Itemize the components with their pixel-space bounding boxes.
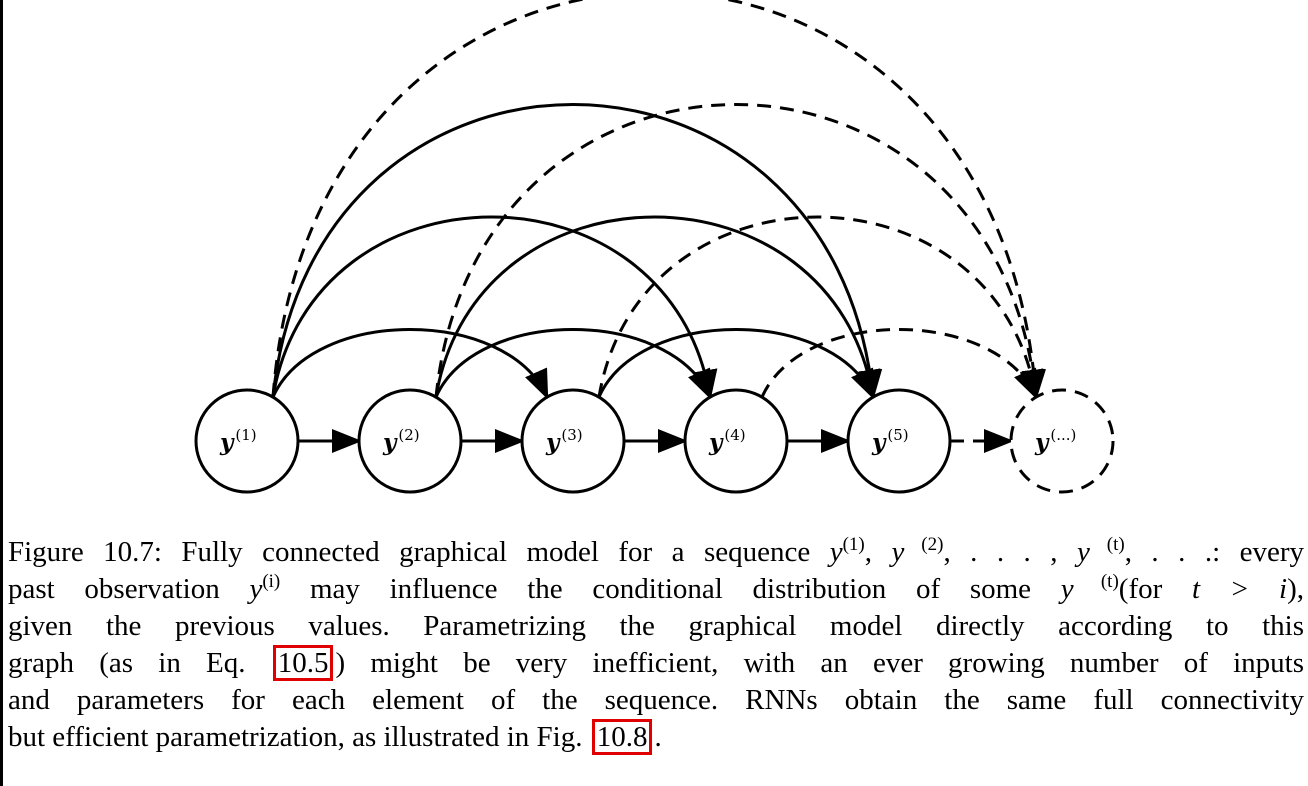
node-y2: y(2): [357, 388, 463, 494]
caption-line-6: but efficient parametrization, as illust…: [8, 719, 1308, 756]
math-superscript: (2): [904, 534, 944, 555]
node-label: y(3): [545, 426, 583, 456]
caption-line-2: past observation y(i) may influence the …: [8, 571, 1304, 608]
caption-text: .: [654, 721, 662, 753]
caption-line-5: and parameters for each element of the s…: [8, 684, 1304, 716]
caption-text: graph (as in Eq.: [8, 647, 271, 679]
edge-y3-to-ydots: [597, 215, 1044, 400]
caption-text: (for: [1118, 573, 1192, 605]
math-y: y: [829, 536, 843, 568]
caption-text: , . . . ,: [943, 536, 1077, 568]
node-y3: y(3): [520, 388, 626, 494]
node-y1: y(1): [194, 388, 300, 494]
edge-y3-to-y5: [597, 328, 875, 400]
caption-text: but efficient parametrization, as illust…: [8, 721, 590, 753]
node-circle: [683, 388, 789, 494]
node-y4: y(4): [683, 388, 789, 494]
node-label: y(2): [382, 426, 420, 456]
caption-text: may influence the conditional distributi…: [280, 573, 1061, 605]
math-superscript: (1): [842, 534, 865, 555]
node-circle: [846, 388, 952, 494]
caption-line-4: graph (as in Eq. 10.5) might be very ine…: [8, 645, 1304, 682]
node-circle: [520, 388, 626, 494]
caption-text: ,: [864, 536, 892, 568]
edge-y2-to-ydots: [434, 103, 1046, 400]
node-label: y(1): [219, 426, 257, 456]
equation-reference-link[interactable]: 10.5: [272, 645, 334, 681]
math-y: y: [891, 536, 905, 568]
math-superscript: (t): [1073, 571, 1119, 592]
edge-y1-to-y3: [271, 328, 549, 400]
edges-layer: [271, 0, 1046, 453]
graphical-model-diagram: y(1) y(2) y(3) y(4) y(5) y(...): [194, 0, 1115, 494]
node-ydots: y(...): [1009, 388, 1115, 494]
figure-reference-link[interactable]: 10.8: [591, 719, 653, 755]
caption-text: , . . .: every: [1124, 536, 1304, 568]
node-label: y(...): [1034, 426, 1076, 456]
edge-y1-to-y4: [271, 215, 718, 400]
edge-y1-to-y5: [271, 103, 883, 400]
node-circle: [357, 388, 463, 494]
caption-text: ) might be very inefficient, with an eve…: [335, 647, 1304, 679]
nodes-layer: y(1) y(2) y(3) y(4) y(5) y(...): [194, 388, 1115, 494]
caption-text: ),: [1287, 573, 1304, 605]
node-y5: y(5): [846, 388, 952, 494]
math-y: y: [249, 573, 263, 605]
edge-y1-to-ydots: [271, 0, 1046, 400]
node-label: y(5): [871, 426, 909, 456]
caption-line-1: Figure 10.7: Fully connected graphical m…: [8, 534, 1304, 571]
edge-y2-to-y4: [434, 328, 712, 400]
node-label: y(4): [708, 426, 746, 456]
edge-y4-to-ydots: [760, 328, 1038, 400]
math-y: y: [1060, 573, 1074, 605]
math-condition: t > i: [1191, 573, 1288, 605]
caption-line-3: given the previous values. Parametrizing…: [8, 610, 1304, 642]
caption-text: past observation: [8, 573, 250, 605]
node-circle: [194, 388, 300, 494]
node-circle: [1009, 388, 1115, 494]
math-superscript: (t): [1089, 534, 1125, 555]
page-left-border: [0, 0, 3, 786]
caption-text: Figure 10.7: Fully connected graphical m…: [8, 536, 830, 568]
math-superscript: (i): [262, 571, 281, 592]
edge-y2-to-y5: [434, 215, 881, 400]
figure-caption: Figure 10.7: Fully connected graphical m…: [8, 534, 1308, 756]
math-y: y: [1076, 536, 1090, 568]
